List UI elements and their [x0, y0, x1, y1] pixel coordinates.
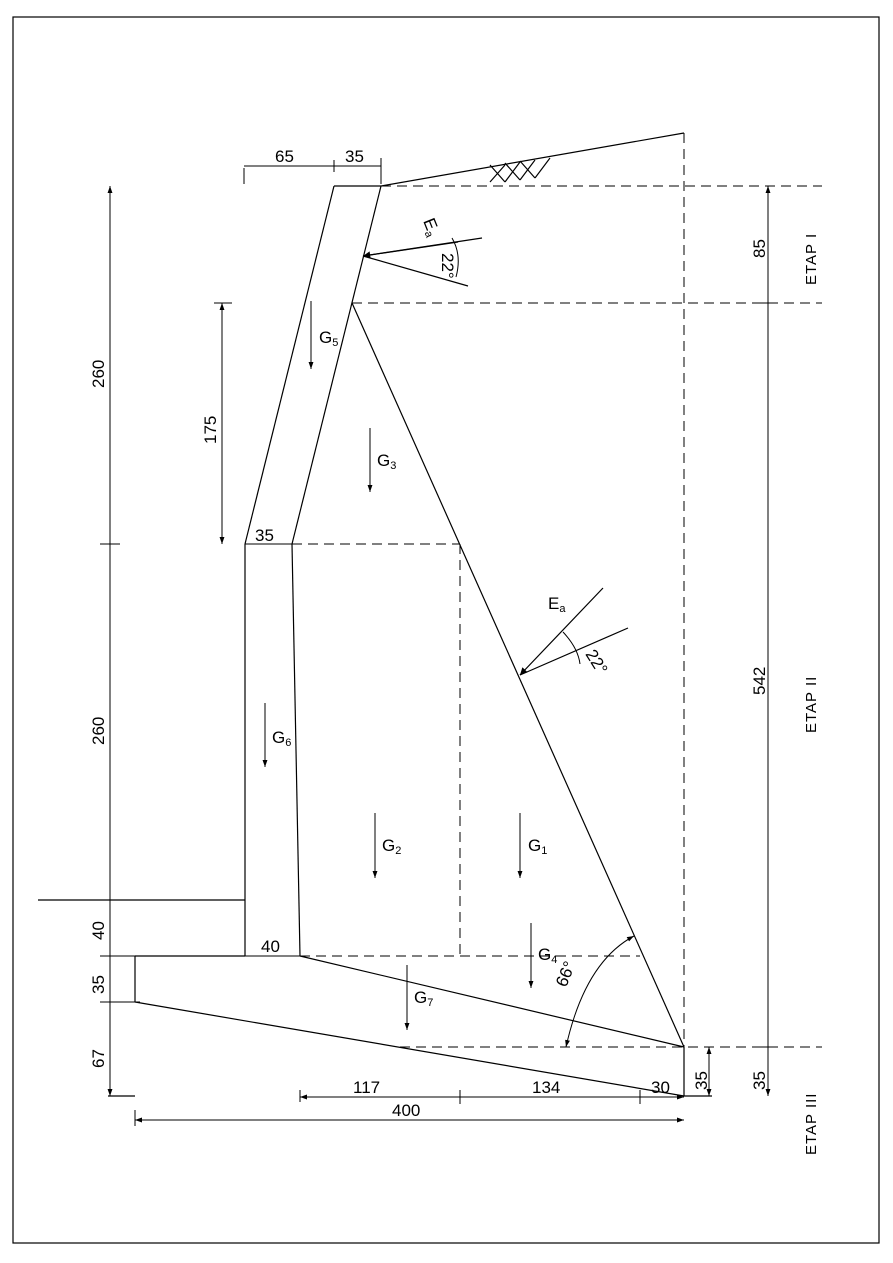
dim-35-left: 35	[89, 975, 108, 994]
dim-67-left: 67	[89, 1049, 108, 1068]
dim-35-small: 35	[692, 1071, 711, 1090]
dim-35-right: 35	[750, 1071, 769, 1090]
dim-117: 117	[353, 1078, 380, 1097]
ea-main-label: Ea	[548, 594, 566, 615]
etap-3-label: ETAP III	[803, 1093, 820, 1155]
dim-30: 30	[651, 1078, 670, 1097]
earth-pressure-main	[519, 587, 629, 676]
earth-pressure-top	[362, 237, 483, 287]
dimension-lines	[100, 158, 778, 1126]
g7-label: G7	[414, 988, 433, 1009]
wall-outline	[108, 185, 712, 1097]
angle-top-label: 22°	[438, 253, 457, 279]
g3-label: G3	[377, 451, 396, 472]
dim-260-lower: 260	[89, 717, 108, 745]
g5-label: G5	[319, 328, 338, 349]
etap-2-label: ETAP II	[803, 676, 820, 733]
dim-134: 134	[532, 1078, 560, 1097]
sheet-border	[12, 16, 880, 1244]
dashed-lines	[292, 133, 822, 1048]
dim-35-mid: 35	[255, 526, 274, 545]
dim-40-base: 40	[261, 937, 280, 956]
ea-top-label: Ea	[417, 215, 443, 240]
dim-40-left: 40	[89, 921, 108, 940]
g4-label: G4	[538, 945, 557, 966]
weight-arrows	[262, 301, 534, 1030]
dim-35-top: 35	[345, 147, 364, 166]
dim-542: 542	[750, 667, 769, 695]
dim-400: 400	[392, 1101, 420, 1120]
dim-260-upper: 260	[89, 360, 108, 388]
backfill-surface	[380, 132, 685, 187]
angle-main-label: 22°	[582, 646, 612, 678]
etap-1-label: ETAP I	[803, 233, 820, 285]
g6-label: G6	[272, 728, 291, 749]
dim-85: 85	[750, 239, 769, 258]
soil-wedge-line	[351, 302, 685, 1048]
dim-175: 175	[201, 416, 220, 444]
g1-label: G1	[528, 836, 547, 857]
dim-65: 65	[275, 147, 294, 166]
g2-label: G2	[382, 836, 401, 857]
slope-angle-arc	[565, 935, 635, 1048]
